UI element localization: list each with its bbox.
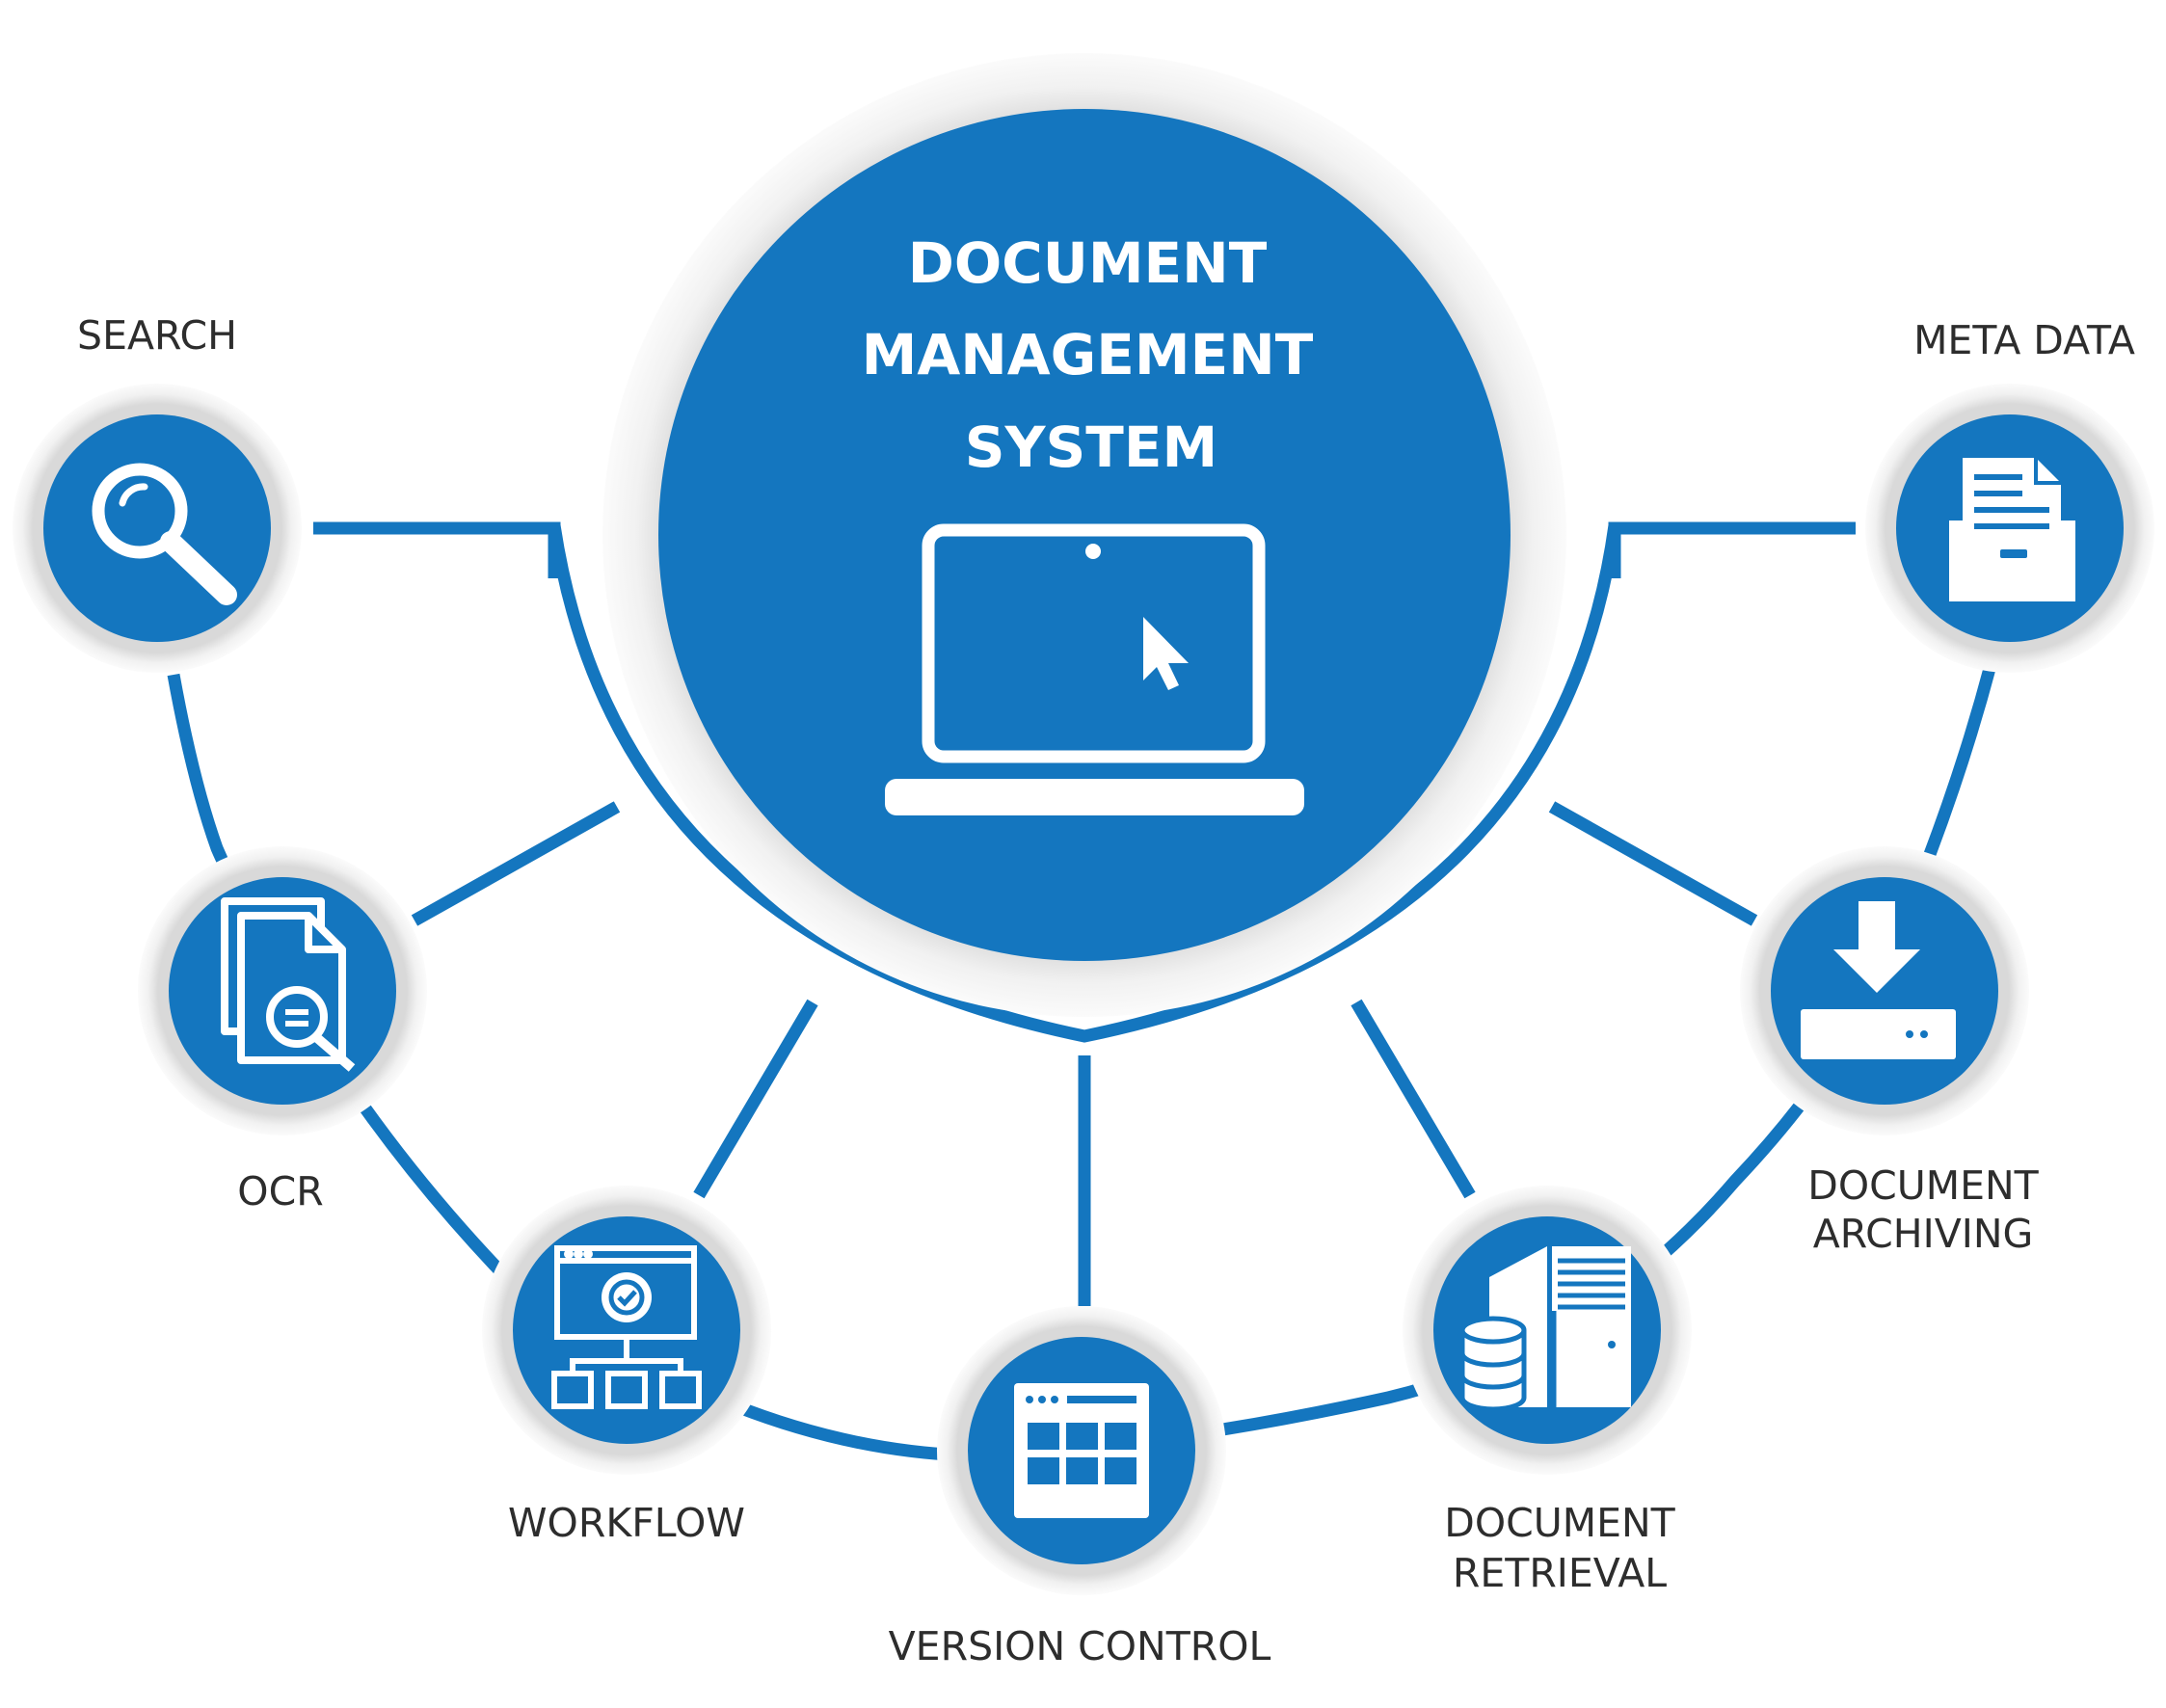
- label-document-archiving-2: ARCHIVING: [1813, 1211, 2034, 1257]
- download-drive-icon: [1801, 901, 1956, 1059]
- node-workflow: WORKFLOW: [482, 1186, 771, 1546]
- connector-ocr: [411, 801, 621, 926]
- label-search: SEARCH: [77, 312, 237, 359]
- node-ocr: OCR: [138, 846, 427, 1214]
- laptop-cursor-icon: [885, 523, 1304, 815]
- connector-retrieval: [1350, 999, 1476, 1199]
- title-line-2: MANAGEMENT: [862, 322, 1314, 387]
- node-search: SEARCH: [13, 312, 302, 673]
- label-meta-data: META DATA: [1913, 317, 2135, 363]
- server-database-icon: [1459, 1246, 1631, 1412]
- label-workflow: WORKFLOW: [508, 1500, 745, 1546]
- connector-inner-arc: [548, 524, 1621, 1043]
- ocr-document-icon: [221, 897, 356, 1072]
- node-meta-data: META DATA: [1865, 317, 2154, 673]
- title-line-3: SYSTEM: [965, 414, 1217, 480]
- workflow-icon: [551, 1245, 702, 1409]
- label-ocr: OCR: [237, 1168, 323, 1214]
- connector-search: [313, 521, 561, 578]
- node-document-retrieval: DOCUMENT RETRIEVAL: [1403, 1186, 1692, 1596]
- file-tray-icon: [1949, 458, 2075, 601]
- connector-workflow: [693, 999, 818, 1199]
- magnifier-icon: [92, 463, 237, 605]
- label-document-retrieval-1: DOCUMENT: [1444, 1500, 1675, 1546]
- grid-window-icon: [1014, 1383, 1149, 1518]
- connector-archiving: [1548, 801, 1758, 926]
- node-version-control: VERSION CONTROL: [889, 1306, 1271, 1669]
- title-line-1: DOCUMENT: [908, 230, 1268, 296]
- central-hub: DOCUMENT MANAGEMENT SYSTEM: [602, 53, 1566, 1017]
- label-document-archiving-1: DOCUMENT: [1807, 1162, 2039, 1209]
- connector-meta: [1608, 521, 1856, 578]
- label-document-retrieval-2: RETRIEVAL: [1453, 1550, 1667, 1596]
- node-document-archiving: DOCUMENT ARCHIVING: [1740, 846, 2040, 1257]
- label-version-control: VERSION CONTROL: [889, 1623, 1271, 1669]
